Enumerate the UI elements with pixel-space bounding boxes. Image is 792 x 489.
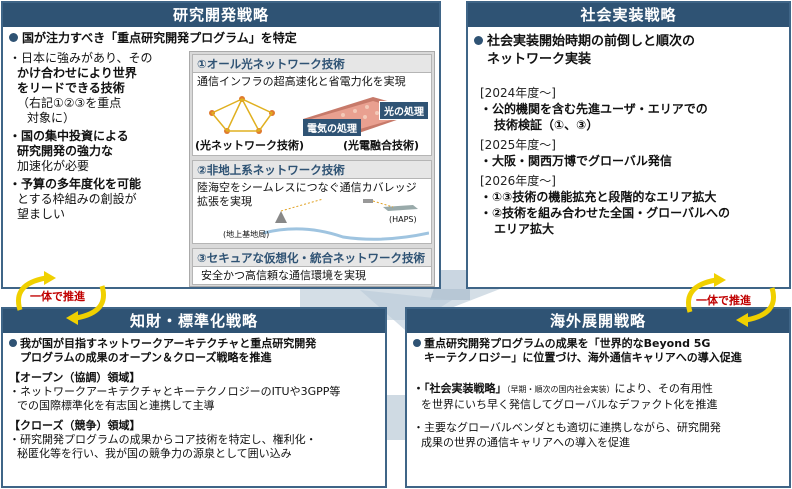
global-expansion-panel: 海外展開戦略 重点研究開発プログラムの成果を「世界的なBeyond 5G キーテ… <box>405 307 791 488</box>
social-title: 社会実装戦略 <box>468 3 789 27</box>
optical-network-illustration <box>209 96 275 134</box>
open-area-text-2: での国際標準化を有志国と連携して主導 <box>17 399 215 412</box>
left-connector-label: 一体で推進 <box>30 290 85 303</box>
ip-standardization-panel: 知財・標準化戦略 我が国が目指すネットワークアーキテクチャと重点研究開発 プログ… <box>1 307 387 488</box>
left-bullet-1: ・日本に強みがあり、その かけ合わせにより世界 をリードできる技術 （右記①②③… <box>9 51 153 125</box>
left-bullet-2: ・国の集中投資による 研究開発の強力な 加速化が必要 <box>9 129 129 173</box>
bullet-dot-icon <box>474 36 483 45</box>
program-1-title: ①オール光ネットワーク技術 <box>192 54 432 74</box>
year-2026: [2026年度～] <box>480 174 556 188</box>
global-body: ・「社会実装戦略」（早期・順次の国内社会実装）により、その有用性 を世界にいち早… <box>413 381 789 450</box>
label-haps: (HAPS) <box>389 215 417 224</box>
research-left-bullets: ・日本に強みがあり、その かけ合わせにより世界 をリードできる技術 （右記①②③… <box>9 51 187 222</box>
ntn-illustration <box>263 198 429 241</box>
ip-headline: 我が国が目指すネットワークアーキテクチャと重点研究開発 プログラムの成果のオープ… <box>9 337 316 365</box>
open-area-text-1: ・ネットワークアーキテクチャとキーテクノロジーのITUや3GPP等 <box>9 385 341 398</box>
social-headline: 社会実装開始時期の前倒しと順次の ネットワーク実装 <box>474 33 695 69</box>
label-ground-station: (地上基地局) <box>223 230 270 239</box>
left-cycle-arrows-icon <box>16 271 106 325</box>
item-2024-line1: ・公的機関を含む先進ユーザ・エリアでの <box>480 102 708 116</box>
program-1-desc: 通信インフラの超高速化と省電力化を実現 <box>197 75 406 88</box>
global-bullet-1: ・「社会実装戦略」（早期・順次の国内社会実装）により、その有用性 を世界にいち早… <box>413 382 718 411</box>
bullet-dot-icon <box>9 33 18 42</box>
program-2-desc-2: 拡張を実現 <box>197 195 252 208</box>
programs-column: ①オール光ネットワーク技術 通信インフラの超高速化と省電力化を実現 (光ネットワ… <box>189 51 435 287</box>
item-2026-b-line2: エリア拡大 <box>494 222 555 236</box>
program-1-box: 通信インフラの超高速化と省電力化を実現 (光ネットワーク技術) 光の処理 電気の… <box>192 72 432 156</box>
item-2026-b-line1: ・②技術を組み合わせた全国・グローバルへの <box>480 206 731 220</box>
year-2024: [2024年度～] <box>480 86 556 100</box>
global-headline: 重点研究開発プログラムの成果を「世界的なBeyond 5G キーテクノロジー」に… <box>413 337 742 365</box>
item-2025: ・大阪・関西万博でグローバル発信 <box>480 154 672 168</box>
research-title: 研究開発戦略 <box>3 3 439 27</box>
ip-title: 知財・標準化戦略 <box>3 309 385 333</box>
right-cycle-arrows-icon <box>686 273 776 327</box>
global-title: 海外展開戦略 <box>407 309 789 333</box>
program-2-title: ②非地上系ネットワーク技術 <box>192 160 432 180</box>
item-2024-line2: 技術検証（①、③） <box>494 118 599 132</box>
social-timeline: [2024年度～] ・公的機関を含む先進ユーザ・エリアでの 技術検証（①、③） … <box>480 85 786 237</box>
open-area-title: 【オープン（協調）領域】 <box>9 371 141 384</box>
research-headline: 国が注力すべき「重点研究開発プログラム」を特定 <box>9 31 297 46</box>
item-2026-a: ・①③技術の機能拡充と段階的なエリア拡大 <box>480 190 717 204</box>
close-area-text-2: 秘匿化等を行い、我が国の競争力の源泉として囲い込み <box>17 447 292 460</box>
close-area-text-1: ・研究開発プログラムの成果からコア技術を特定し、権利化・ <box>9 433 317 446</box>
program-2-desc-1: 陸海空をシームレスにつなぐ通信カバレッジ <box>197 181 417 194</box>
program-3-desc: 安全かつ高信頼な通信環境を実現 <box>201 269 366 282</box>
left-bullet-3: ・予算の多年度化を可能 とする枠組みの創設が 望ましい <box>9 177 142 221</box>
research-strategy-panel: 研究開発戦略 国が注力すべき「重点研究開発プログラム」を特定 ・日本に強みがあり… <box>1 1 441 289</box>
label-optoelectronic: (光電融合技術) <box>343 139 420 152</box>
label-light-processing: 光の処理 <box>379 101 429 120</box>
global-bullet-2: ・主要なグローバルベンダとも適切に連携しながら、研究開発 成果の世界の通信キャリ… <box>413 421 721 449</box>
program-3-box: 安全かつ高信頼な通信環境を実現 <box>192 266 432 285</box>
ip-body: 【オープン（協調）領域】 ・ネットワークアーキテクチャとキーテクノロジーのITU… <box>9 371 383 461</box>
label-electric-processing: 電気の処理 <box>303 119 361 136</box>
close-area-title: 【クローズ（競争）領域】 <box>9 419 141 432</box>
right-connector-label: 一体で推進 <box>696 294 751 307</box>
bullet-dot-icon <box>413 339 421 347</box>
year-2025: [2025年度～] <box>480 138 556 152</box>
social-implementation-panel: 社会実装戦略 社会実装開始時期の前倒しと順次の ネットワーク実装 [2024年度… <box>466 1 791 289</box>
program-3-title: ③セキュアな仮想化・統合ネットワーク技術 <box>192 248 432 268</box>
bullet-dot-icon <box>9 339 17 347</box>
program-2-box: 陸海空をシームレスにつなぐ通信カバレッジ 拡張を実現 (地上基地局) (HAPS… <box>192 178 432 244</box>
label-optical-network: (光ネットワーク技術) <box>195 139 305 152</box>
